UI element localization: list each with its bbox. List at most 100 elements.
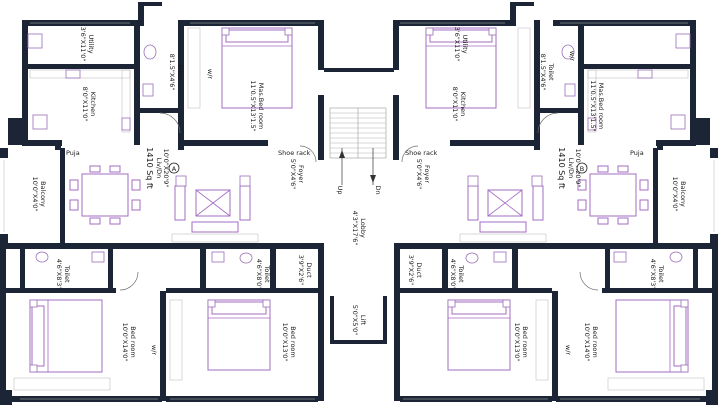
svg-text:11'0.5"X13'1.5": 11'0.5"X13'1.5" bbox=[589, 80, 597, 131]
unit-b-tag: B bbox=[580, 165, 584, 173]
svg-text:1410 Sq ft: 1410 Sq ft bbox=[557, 147, 566, 188]
svg-text:w/r: w/r bbox=[568, 51, 576, 62]
label-b-puja: Puja bbox=[630, 149, 644, 157]
svg-text:Mas.Bed room: Mas.Bed room bbox=[597, 83, 605, 130]
label-dn: Dn bbox=[374, 185, 382, 194]
svg-text:3'9"X2'6": 3'9"X2'6" bbox=[297, 255, 305, 286]
label-b-shoe-rack: Shoe rack bbox=[405, 149, 438, 157]
svg-text:Liv/Dn: Liv/Dn bbox=[567, 158, 575, 179]
svg-text:w/r: w/r bbox=[564, 345, 572, 356]
label-b-toilet-bm: Toilet 4'6"X8'0" bbox=[449, 259, 465, 290]
label-a-bed-mid: Bed room 10'0"X13'0" bbox=[281, 323, 297, 362]
svg-text:5'0"X4'6": 5'0"X4'6" bbox=[289, 159, 297, 190]
label-b-toilet-br: Toilet 4'6"X8'3" bbox=[649, 259, 665, 290]
svg-text:w/r: w/r bbox=[150, 345, 158, 356]
label-b-foyer: Foyer 5'0"X4'6" bbox=[415, 159, 431, 190]
svg-text:8'0"X11'0": 8'0"X11'0" bbox=[81, 87, 89, 122]
label-a-toilet-bm: Toilet 4'6"X8'0" bbox=[255, 259, 271, 290]
label-a-duct: Duct 3'9"X2'6" bbox=[297, 255, 313, 286]
svg-text:10'0"X14'0": 10'0"X14'0" bbox=[583, 323, 591, 362]
room-labels: Utility 3'6"X11'0" Kitchen 8'0"X11'0" To… bbox=[31, 27, 687, 362]
label-b-bed-right: Bed room 10'0"X14'0" bbox=[583, 323, 599, 362]
unit-a-furniture bbox=[13, 27, 293, 391]
label-a-shoe-rack: Shoe rack bbox=[278, 149, 311, 157]
svg-text:1410 Sq ft: 1410 Sq ft bbox=[145, 147, 154, 188]
svg-text:3'6"X11'0": 3'6"X11'0" bbox=[453, 27, 461, 62]
label-a-bed-left: Bed room 10'0"X14'0" bbox=[121, 323, 137, 362]
svg-text:4'6"X8'3": 4'6"X8'3" bbox=[55, 259, 63, 290]
svg-text:4'6"X8'3": 4'6"X8'3" bbox=[649, 259, 657, 290]
svg-text:Lobby: Lobby bbox=[359, 218, 367, 238]
label-a-master: Mas.Bed room 11'0.5"X13'1.5" bbox=[249, 80, 265, 131]
svg-text:Utility: Utility bbox=[461, 34, 469, 53]
unit-a-tag: A bbox=[172, 165, 177, 173]
label-b-utility: Utility 3'6"X11'0" bbox=[453, 27, 469, 62]
svg-text:8'0"X11'0": 8'0"X11'0" bbox=[451, 87, 459, 122]
svg-text:10'0"X13'0": 10'0"X13'0" bbox=[281, 323, 289, 362]
label-wr-a1: w/r bbox=[206, 69, 214, 80]
svg-text:Bed room: Bed room bbox=[289, 326, 297, 357]
svg-text:10'0"X20'9": 10'0"X20'9" bbox=[162, 149, 170, 188]
svg-text:Toilet: Toilet bbox=[657, 264, 665, 282]
svg-text:Kitchen: Kitchen bbox=[459, 92, 467, 116]
label-lobby: Lobby 4'3"X17'6" bbox=[351, 211, 367, 246]
label-a-utility: Utility 3'6"X11'0" bbox=[79, 27, 95, 62]
label-a-kitchen: Kitchen 8'0"X11'0" bbox=[81, 87, 97, 122]
label-b-bed-mid: Bed room 10'0"X13'0" bbox=[513, 323, 529, 362]
svg-text:Toilet: Toilet bbox=[547, 62, 555, 80]
svg-text:11'0.5"X13'1.5": 11'0.5"X13'1.5" bbox=[249, 80, 257, 131]
unit-a-marker bbox=[168, 162, 180, 174]
label-a-puja: Puja bbox=[66, 149, 80, 157]
svg-text:Utility: Utility bbox=[87, 34, 95, 53]
svg-text:Lift: Lift bbox=[359, 315, 367, 326]
svg-text:Bed room: Bed room bbox=[521, 326, 529, 357]
svg-text:Foyer: Foyer bbox=[423, 165, 431, 183]
door-swings bbox=[119, 112, 599, 291]
label-b-balcony: Balcony 10'0"X4'0" bbox=[671, 177, 687, 212]
svg-text:w/r: w/r bbox=[206, 69, 214, 80]
svg-text:Toilet: Toilet bbox=[457, 264, 465, 282]
svg-text:Foyer: Foyer bbox=[297, 165, 305, 183]
label-a-balcony: Balcony 10'0"X4'0" bbox=[31, 177, 47, 212]
svg-text:Kitchen: Kitchen bbox=[89, 92, 97, 116]
svg-text:Duct: Duct bbox=[415, 262, 423, 278]
svg-text:Mas.Bed room: Mas.Bed room bbox=[257, 83, 265, 130]
window-lines bbox=[3, 22, 715, 400]
label-up: Up bbox=[336, 186, 344, 195]
svg-text:Bed room: Bed room bbox=[591, 326, 599, 357]
label-a-area: 1410 Sq ft Liv/Dn 10'0"X20'9" bbox=[145, 147, 170, 188]
label-b-duct: Duct 3'9"X2'6" bbox=[407, 255, 423, 286]
svg-text:3'6"X11'0": 3'6"X11'0" bbox=[79, 27, 87, 62]
svg-text:4'6"X8'0": 4'6"X8'0" bbox=[449, 259, 457, 290]
label-a-toilet-bl: Toilet 4'6"X8'3" bbox=[55, 259, 71, 290]
svg-text:8'1.5"X4'6": 8'1.5"X4'6" bbox=[168, 54, 176, 91]
svg-text:10'0"X14'0": 10'0"X14'0" bbox=[121, 323, 129, 362]
svg-text:10'0"X13'0": 10'0"X13'0" bbox=[513, 323, 521, 362]
svg-text:5'0"X4'6": 5'0"X4'6" bbox=[415, 159, 423, 190]
svg-text:Liv/Dn: Liv/Dn bbox=[155, 158, 163, 179]
svg-text:Balcony: Balcony bbox=[679, 181, 687, 207]
label-lift: Lift 5'0"X5'0" bbox=[351, 305, 367, 336]
svg-text:5'0"X5'0": 5'0"X5'0" bbox=[351, 305, 359, 336]
svg-text:8'1.5"X4'6": 8'1.5"X4'6" bbox=[539, 54, 547, 91]
label-wr-b1: w/r bbox=[568, 51, 576, 62]
svg-text:Toilet: Toilet bbox=[63, 264, 71, 282]
unit-b-furniture bbox=[425, 27, 705, 391]
svg-text:10'0"X4'0": 10'0"X4'0" bbox=[31, 177, 39, 212]
svg-text:Bed room: Bed room bbox=[129, 326, 137, 357]
svg-text:Balcony: Balcony bbox=[39, 181, 47, 207]
svg-text:Up: Up bbox=[336, 186, 344, 195]
svg-text:Toilet: Toilet bbox=[176, 62, 184, 80]
svg-text:Toilet: Toilet bbox=[263, 264, 271, 282]
svg-text:4'3"X17'6": 4'3"X17'6" bbox=[351, 211, 359, 246]
label-b-toilet-top: Toilet 8'1.5"X4'6" bbox=[539, 54, 555, 91]
svg-text:Dn: Dn bbox=[374, 185, 382, 194]
unit-b-marker bbox=[576, 162, 588, 174]
svg-text:3'9"X2'6": 3'9"X2'6" bbox=[407, 255, 415, 286]
svg-text:4'6"X8'0": 4'6"X8'0" bbox=[255, 259, 263, 290]
svg-text:Duct: Duct bbox=[305, 262, 313, 278]
svg-text:10'0"X4'0": 10'0"X4'0" bbox=[671, 177, 679, 212]
